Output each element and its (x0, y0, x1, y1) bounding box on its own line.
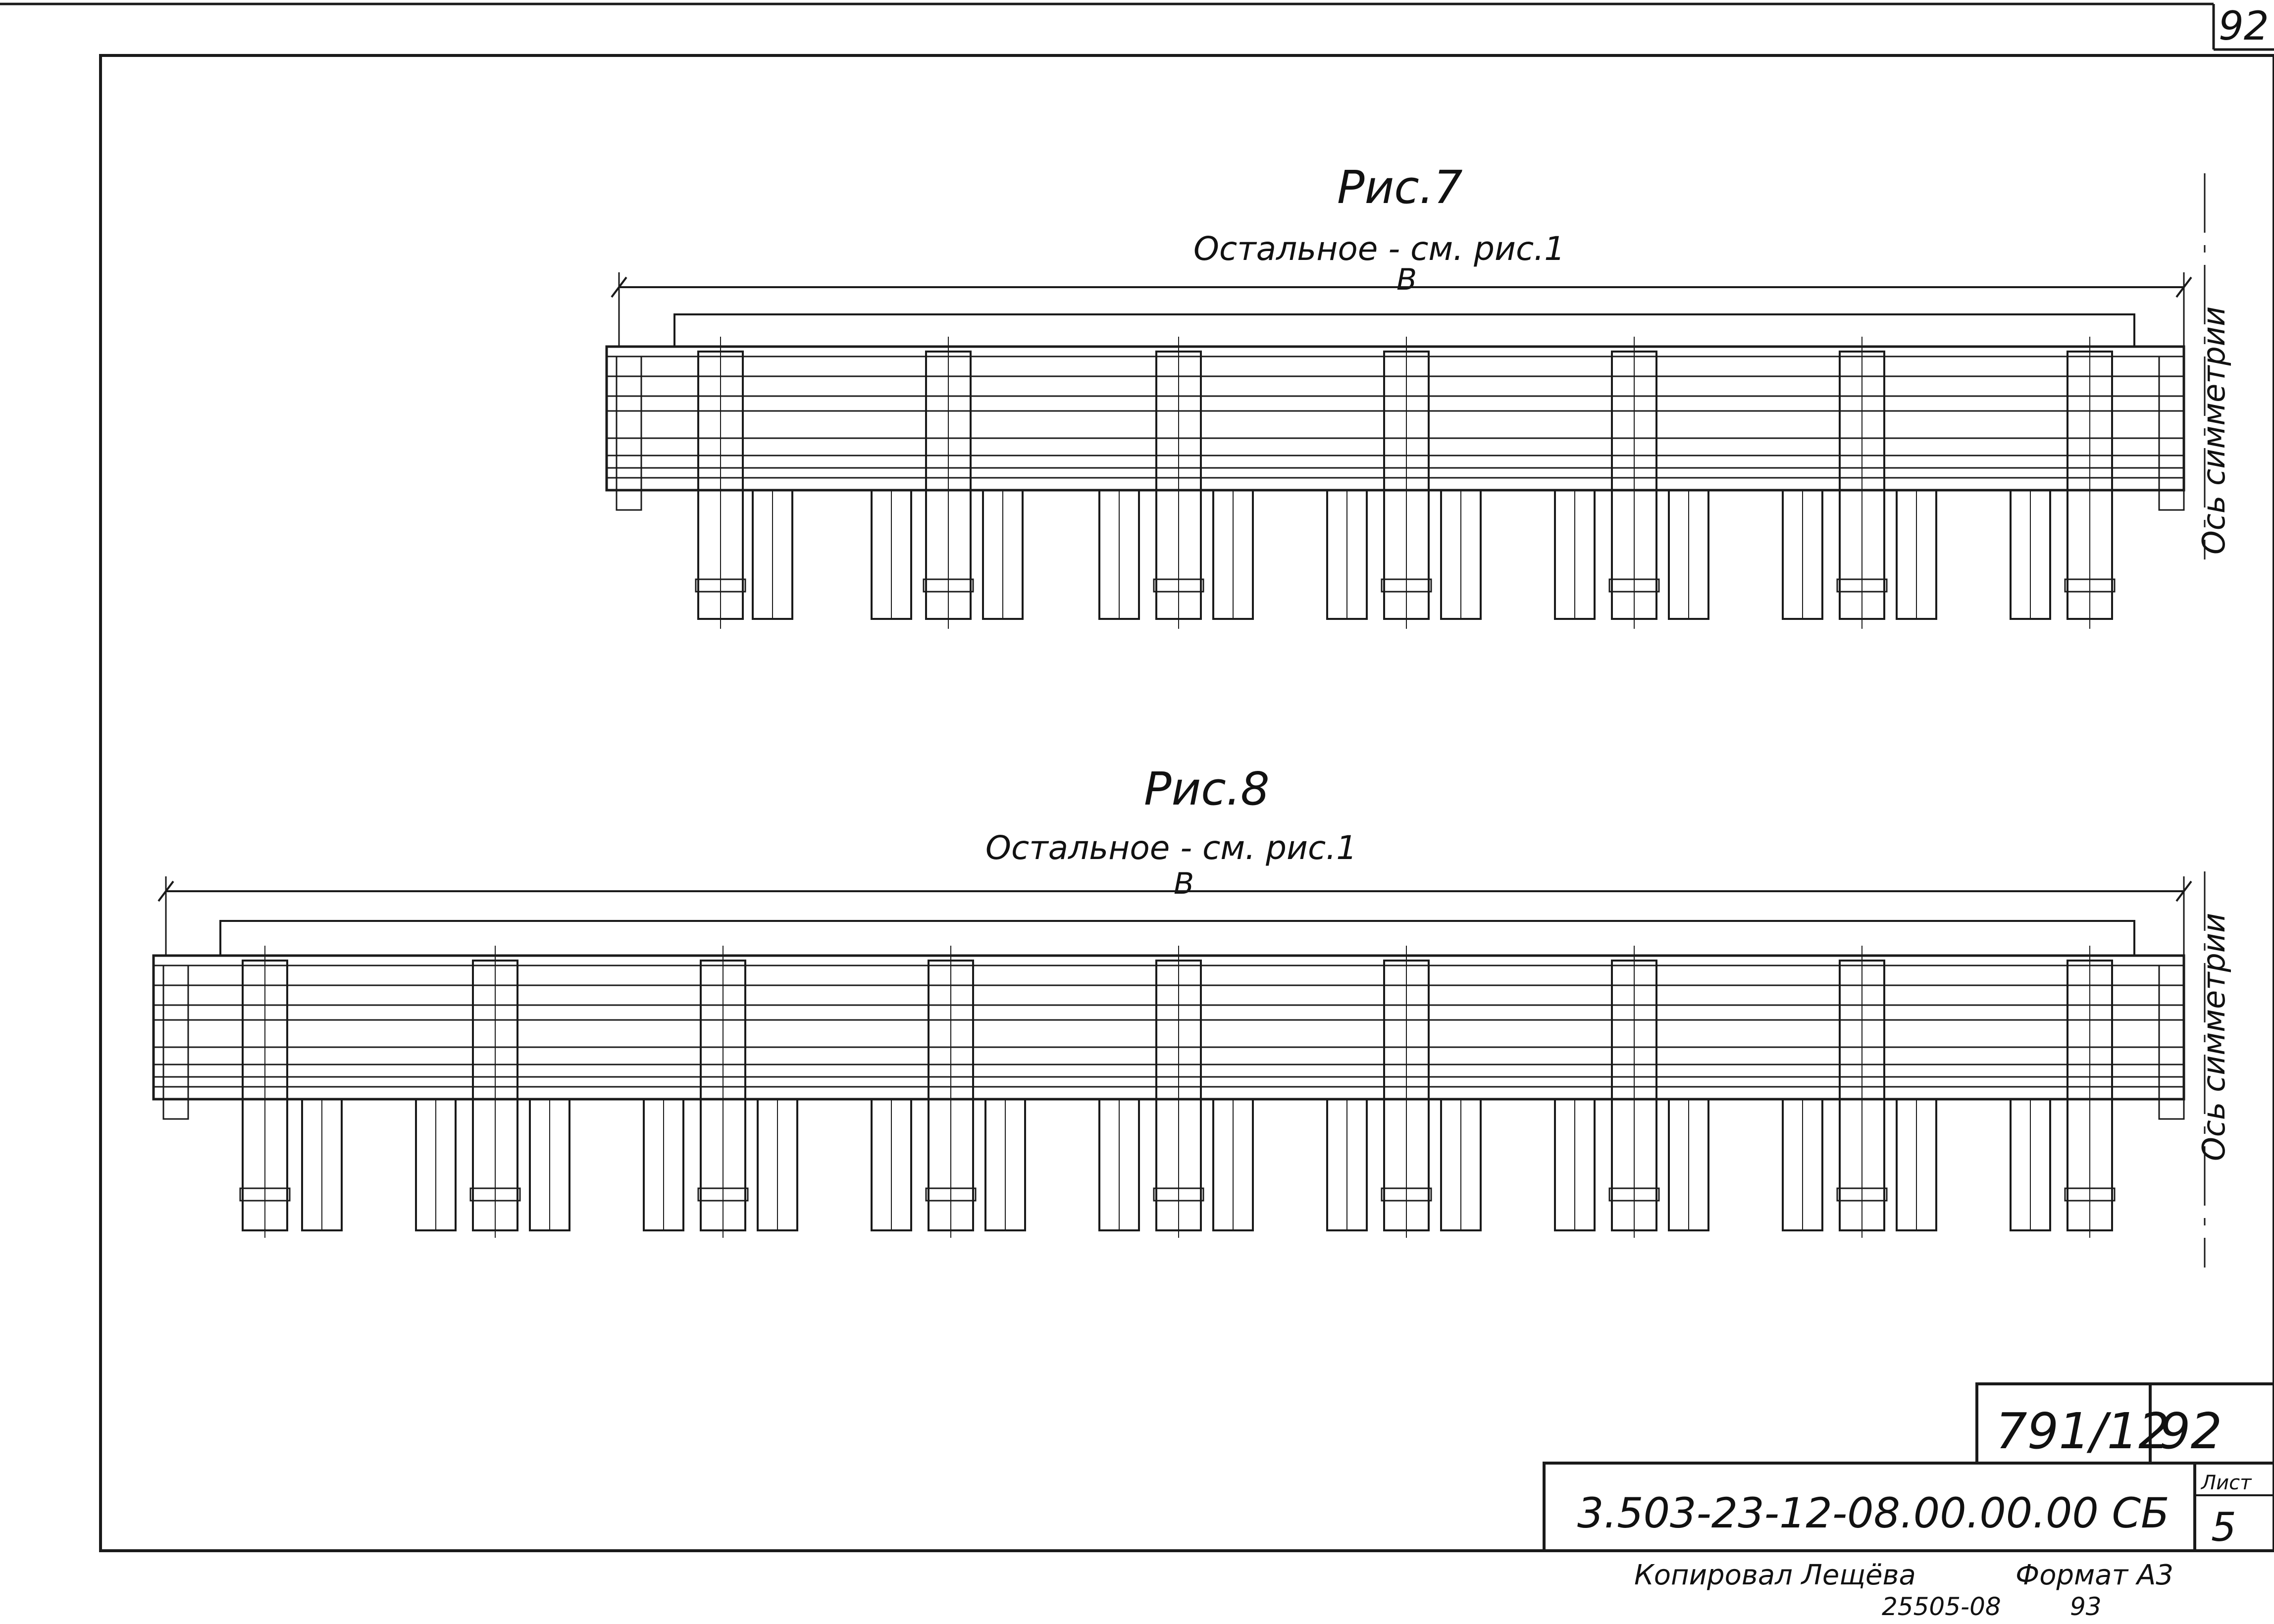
figure-8-title: Рис.8 (1144, 762, 1270, 815)
drawing-designation: 3.503-23-12-08.00.00.00 СБ (1577, 1489, 2170, 1537)
inventory-page: 92 (2159, 1402, 2222, 1460)
sheet-format: Формат А3 (2016, 1559, 2173, 1591)
symmetry-axis-label-2: Ось симметрии (2196, 913, 2232, 1161)
figure-7-title: Рис.7 (1337, 161, 1463, 214)
figure-8-dimension-line (157, 876, 2192, 956)
figure-7-structure (605, 313, 2185, 629)
inventory-number: 791/12 (1996, 1402, 2170, 1460)
symmetry-axis-label-1: Ось симметрии (2196, 306, 2232, 555)
copied-by: Копировал Лещёва (1634, 1559, 1916, 1591)
figure-7-dimension-label: B (1396, 262, 1417, 297)
figure-8-dimension-label: B (1174, 866, 1194, 901)
title-block (1543, 1382, 2274, 1552)
figure-8-note: Остальное - см. рис.1 (985, 829, 1357, 867)
order-number: 25505-08 (1882, 1592, 2001, 1621)
figure-7-dimension-line (611, 272, 2192, 347)
corner-page-number: 92 (2219, 3, 2269, 49)
top-border (0, 2, 2274, 51)
drawing-frame (99, 54, 2274, 1552)
figure-8-structure (152, 920, 2185, 1238)
sheet-label: Лист (2200, 1472, 2252, 1494)
sheet-number: 5 (2211, 1504, 2236, 1550)
footer-page: 93 (2070, 1592, 2102, 1621)
figure-7: Рис.7 Остальное - см. рис.1 B (605, 161, 2192, 629)
figure-8: Рис.8 Остальное - см. рис.1 B (152, 762, 2192, 1238)
figure-7-note: Остальное - см. рис.1 (1193, 230, 1565, 268)
